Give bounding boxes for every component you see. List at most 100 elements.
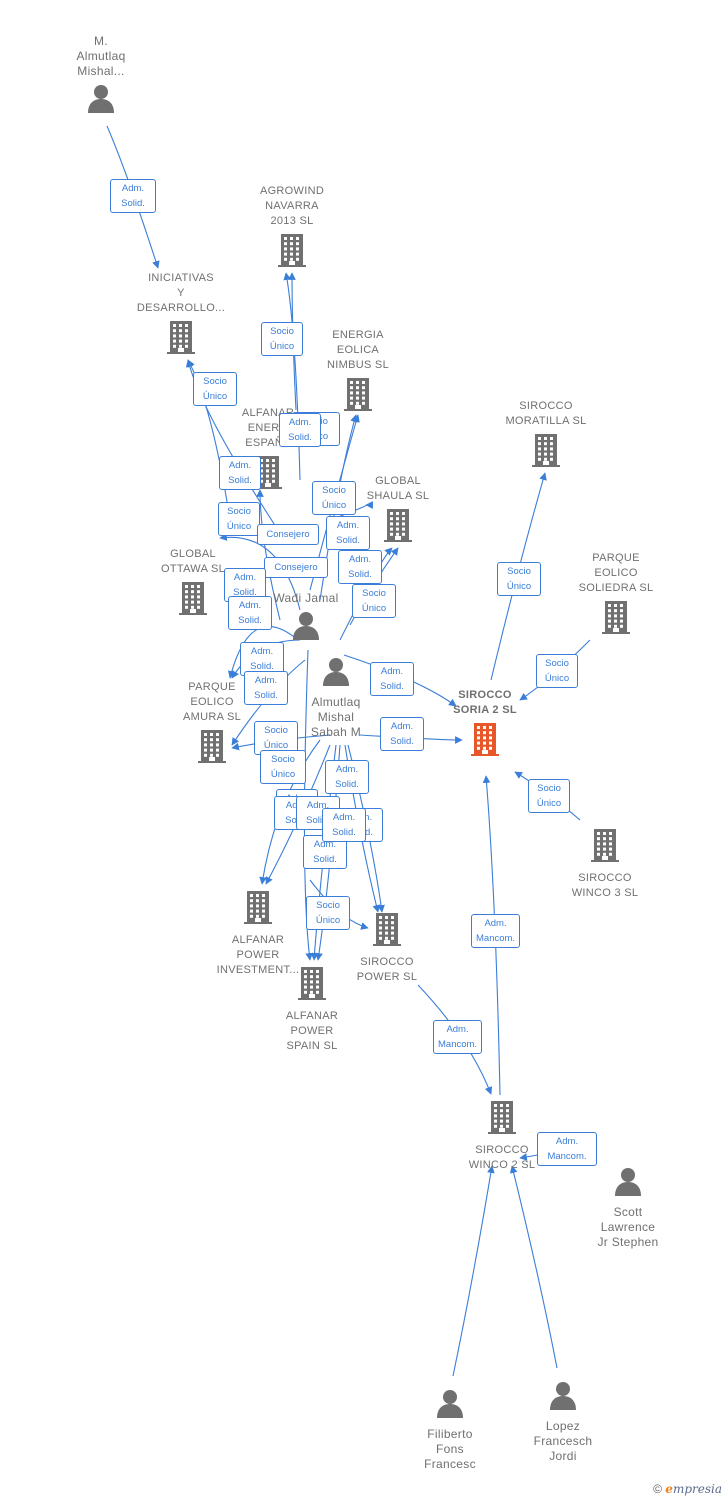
relation-badge[interactable]: Adm. Solid. [219,456,261,490]
relation-badge-line: Socio [270,326,294,337]
relation-badge-line: Único [321,500,347,511]
relation-badge[interactable]: Adm.Solid. [325,760,369,794]
node-label-line: POWER SL [356,971,418,983]
relation-badge-line: Adm. [228,460,252,471]
relation-edge [452,1165,495,1377]
relation-badge[interactable]: Adm.Solid. [370,662,414,696]
relation-badge-line: Adm. [332,812,356,823]
relation-badge[interactable]: Adm.Mancom. [537,1132,597,1166]
relation-badge-line: Único [202,391,228,402]
relation-badge-line: Solid. [390,736,414,747]
node-label-line: POWER [236,949,280,961]
relation-badge-line: Adm. [233,572,257,583]
node-label-line: Jordi [549,1449,577,1463]
node-label-line: ALFANAR [285,1010,339,1022]
relation-badge[interactable]: Consejero [257,524,319,545]
relation-badge-line: Solid. [313,854,337,865]
relation-badge-line: Solid. [228,475,252,486]
relation-badge-line: Único [270,769,296,780]
node-label-line: Jr Stephen [597,1235,659,1249]
building-icon [486,1100,518,1139]
relation-badge-line: Consejero [274,562,318,573]
relation-badge-line: Adm. [484,918,507,929]
relation-badge[interactable]: Adm. Solid. [228,596,272,630]
relation-badge-line: Único [263,740,289,751]
relation-badge[interactable]: Adm. Solid. [322,808,366,842]
relation-badge-line: Adm. [250,646,274,657]
relation-edge [219,533,301,611]
relation-badge[interactable]: Adm.Solid. [338,550,382,584]
relation-badge[interactable]: Adm.Solid. [110,179,156,213]
relation-badge[interactable]: Adm.Solid. [326,516,370,550]
relation-badge[interactable]: Adm.Solid. [380,717,424,751]
relation-badge-line: Socio [203,376,227,387]
relation-badge[interactable]: Adm.Solid. [244,671,288,705]
relation-badge-line: Mancom. [547,1151,587,1162]
relation-badge[interactable]: Adm.Solid. [279,413,321,447]
relation-badge-line: Socio [227,506,251,517]
relation-badge[interactable]: Adm.Mancom. [433,1020,483,1054]
relation-badge[interactable]: Consejero [264,557,328,578]
node-label-line: Lawrence [600,1220,656,1234]
copyright-symbol: © [653,1482,662,1496]
node-label-line: SIROCCO [475,1144,529,1156]
relation-badge-line: Solid. [332,827,356,838]
node-label-line: MORATILLA SL [505,415,587,427]
relation-badge-line: Mancom. [438,1039,478,1050]
building-icon [530,433,562,472]
node-label-line: OTTAWA SL [160,563,226,575]
node-wadi-jamal[interactable]: Wadi Jamal [241,591,371,645]
person-icon [613,1166,643,1201]
relation-badge-line: Solid. [238,615,262,626]
node-label-line: AGROWIND [259,185,325,197]
relation-badge-line: Adm. [380,666,404,677]
node-label-line: SHAULA SL [366,490,430,502]
relation-badge-line: Único [315,915,341,926]
node-label-line: NIMBUS SL [327,359,389,371]
relation-badge-line: Adm. [336,520,360,531]
relation-badge-line: Solid. [335,779,359,790]
relation-badge-line: Adm. [238,600,262,611]
logo-initial: e [665,1482,673,1496]
person-icon [321,656,351,691]
relation-badge-line: Socio [507,566,531,577]
node-label-line: INICIATIVAS [148,272,214,284]
relation-badge-line: Socio [537,783,561,794]
building-icon [296,966,328,1005]
relation-badge[interactable]: Adm.Mancom. [471,914,521,948]
building-icon [177,581,209,620]
